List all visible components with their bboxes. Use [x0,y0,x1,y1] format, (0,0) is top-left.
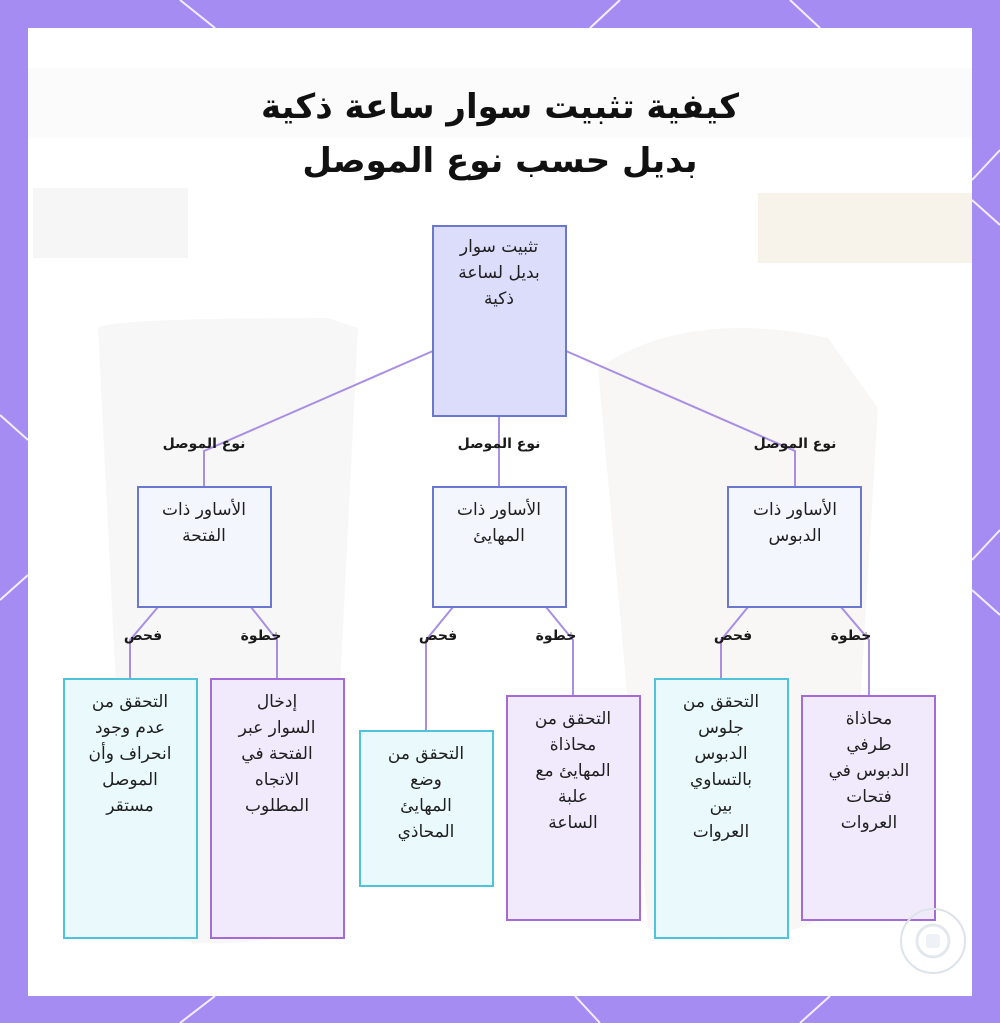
edge-label-step-pins: خطوة [831,628,872,644]
edge-opening-check [129,606,159,679]
page-title: كيفية تثبيت سوار ساعة ذكية بديل حسب نوع … [28,80,972,188]
edge-label-connector-type-adapter: نوع الموصل [458,436,541,452]
brand-logo-icon [900,908,966,974]
edge-adapter-check [425,606,454,731]
edge-label-check-opening: فحص [124,628,162,644]
edge-root-to-opening [203,350,434,487]
step-node-pins [801,695,936,921]
content-panel: كيفية تثبيت سوار ساعة ذكية بديل حسب نوع … [28,28,972,996]
edge-label-connector-type-opening: نوع الموصل [163,436,246,452]
edge-label-step-adapter: خطوة [536,628,577,644]
edge-pins-step [840,606,870,696]
edge-label-check-adapter: فحص [419,628,457,644]
edge-root-to-pins [565,350,796,487]
flowchart-diagram: نوع الموصل نوع الموصل نوع الموصل تثبيت سوار… [63,225,936,939]
category-node-pins [727,486,862,608]
edge-label-check-pins: فحص [714,628,752,644]
category-node-opening [137,486,272,608]
edge-label-step-opening: خطوة [241,628,282,644]
title-line-1: كيفية تثبيت سوار ساعة ذكية [260,87,740,127]
check-node-opening [63,678,198,939]
title-line-2: بديل حسب نوع الموصل [302,141,698,181]
step-node-adapter [506,695,641,921]
edge-label-connector-type-pins: نوع الموصل [754,436,837,452]
root-node [432,225,567,417]
check-node-pins [654,678,789,939]
edge-pins-check [720,606,749,679]
check-node-adapter [359,730,494,887]
category-node-adapter [432,486,567,608]
edge-adapter-step [545,606,574,696]
step-node-opening [210,678,345,939]
edge-opening-step [250,606,278,679]
